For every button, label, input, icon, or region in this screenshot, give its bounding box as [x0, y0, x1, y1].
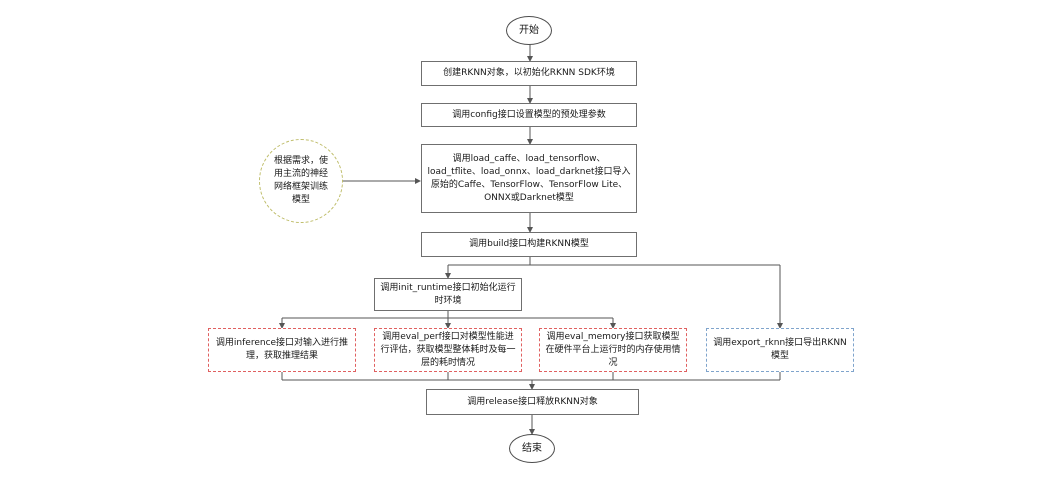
step-inference-label: 调用inference接口对输入进行推理，获取推理结果 — [215, 338, 349, 361]
step-init-runtime: 调用init_runtime接口初始化运行时环境 — [374, 278, 522, 311]
step-eval-memory-label: 调用eval_memory接口获取模型在硬件平台上运行时的内存使用情况 — [545, 331, 681, 368]
step-config: 调用config接口设置模型的预处理参数 — [421, 103, 637, 127]
step-release: 调用release接口释放RKNN对象 — [426, 389, 639, 415]
start-label: 开始 — [519, 25, 539, 36]
step-eval-memory: 调用eval_memory接口获取模型在硬件平台上运行时的内存使用情况 — [539, 328, 687, 372]
step-init-runtime-label: 调用init_runtime接口初始化运行时环境 — [380, 282, 516, 306]
step-export-rknn: 调用export_rknn接口导出RKNN模型 — [706, 328, 854, 372]
step-release-label: 调用release接口释放RKNN对象 — [467, 396, 598, 407]
step-inference: 调用inference接口对输入进行推理，获取推理结果 — [208, 328, 356, 372]
step-export-rknn-label: 调用export_rknn接口导出RKNN模型 — [713, 338, 847, 361]
step-create-rknn-label: 创建RKNN对象，以初始化RKNN SDK环境 — [443, 68, 615, 78]
step-config-label: 调用config接口设置模型的预处理参数 — [452, 109, 606, 120]
note-train-model: 根据需求，使用主流的神经网络框架训练模型 — [259, 139, 343, 223]
step-build-label: 调用build接口构建RKNN模型 — [469, 239, 589, 249]
step-load-model: 调用load_caffe、load_tensorflow、load_tflite… — [421, 144, 637, 213]
step-create-rknn: 创建RKNN对象，以初始化RKNN SDK环境 — [421, 61, 637, 86]
step-eval-perf-label: 调用eval_perf接口对模型性能进行评估，获取模型整体耗时及每一层的耗时情况 — [380, 331, 516, 368]
start-node: 开始 — [506, 16, 552, 45]
step-load-model-label: 调用load_caffe、load_tensorflow、load_tflite… — [427, 153, 631, 203]
end-label: 结束 — [522, 443, 542, 454]
step-eval-perf: 调用eval_perf接口对模型性能进行评估，获取模型整体耗时及每一层的耗时情况 — [374, 328, 522, 372]
note-train-model-label: 根据需求，使用主流的神经网络框架训练模型 — [273, 156, 328, 205]
end-node: 结束 — [509, 434, 555, 463]
step-build: 调用build接口构建RKNN模型 — [421, 232, 637, 257]
